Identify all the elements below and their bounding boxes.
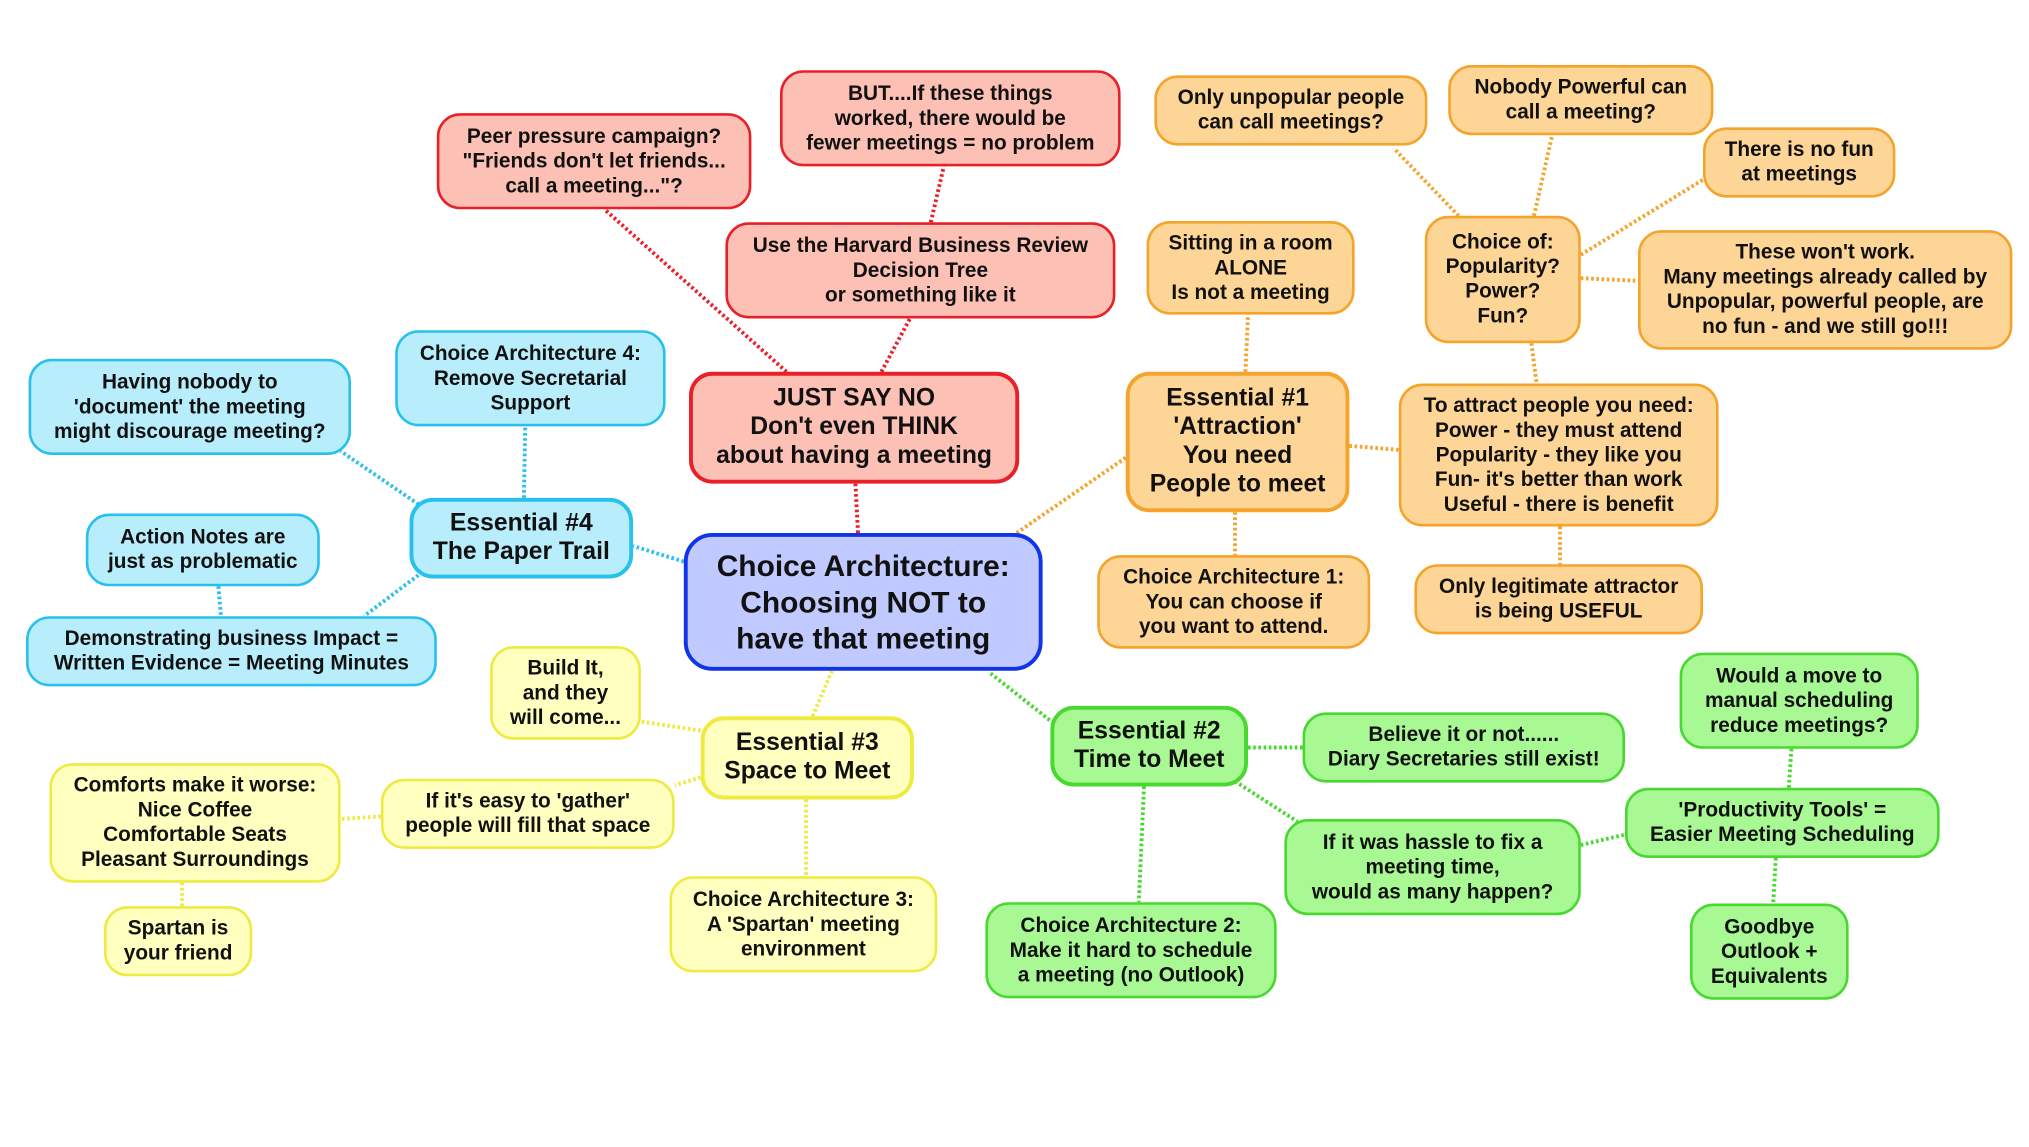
link [1580,276,1639,283]
link [879,317,912,373]
branch-just-say-no[interactable]: JUST SAY NO Don't even THINK about havin… [689,371,1020,484]
link [1532,134,1555,217]
node-nobody-powerful[interactable]: Nobody Powerful can call a meeting? [1448,65,1714,136]
node-peer-pressure[interactable]: Peer pressure campaign? "Friends don't l… [436,113,752,210]
node-to-attract[interactable]: To attract people you need: Power - they… [1398,383,1719,527]
node-choice-architecture-4[interactable]: Choice Architecture 4: Remove Secretaria… [395,330,666,427]
node-productivity-tools[interactable]: 'Productivity Tools' = Easier Meeting Sc… [1625,787,1940,858]
link [989,671,1055,725]
node-harvard-decision-tree[interactable]: Use the Harvard Business Review Decision… [725,222,1116,319]
link [521,426,528,498]
link [340,814,382,821]
node-diary-secretaries[interactable]: Believe it or not...... Diary Secretarie… [1302,712,1625,783]
node-no-fun[interactable]: There is no fun at meetings [1702,127,1896,198]
node-choice-architecture-3[interactable]: Choice Architecture 3: A 'Spartan' meeti… [669,876,938,973]
node-spartan[interactable]: Spartan is your friend [104,906,253,977]
branch-essential-3[interactable]: Essential #3 Space to Meet [700,716,914,800]
node-comforts[interactable]: Comforts make it worse: Nice Coffee Comf… [49,763,341,883]
node-choice-architecture-2[interactable]: Choice Architecture 2: Make it hard to s… [985,902,1277,999]
link [1233,779,1299,824]
link [1529,342,1539,384]
node-hassle[interactable]: If it was hassle to fix a meeting time, … [1284,819,1581,916]
link [216,586,223,617]
link [1786,748,1794,788]
link [1579,176,1707,257]
node-wont-work[interactable]: These won't work. Many meetings already … [1638,230,2013,350]
link [632,544,685,564]
node-choice-architecture-1[interactable]: Choice Architecture 1: You can choose if… [1097,555,1371,649]
link [853,483,860,534]
branch-essential-2[interactable]: Essential #2 Time to Meet [1050,705,1248,787]
node-easy-to-gather[interactable]: If it's easy to 'gather' people will fil… [380,778,675,849]
link [1771,857,1778,904]
branch-essential-4[interactable]: Essential #4 The Paper Trail [409,497,634,579]
link [1580,832,1626,847]
node-having-nobody[interactable]: Having nobody to 'document' the meeting … [28,358,351,455]
link [1015,455,1127,535]
link [603,207,788,374]
node-action-notes[interactable]: Action Notes are just as problematic [85,513,320,587]
node-choice-of[interactable]: Choice of: Popularity? Power? Fun? [1424,215,1581,344]
link [1392,146,1461,218]
link [339,449,420,507]
node-demonstrating-impact[interactable]: Demonstrating business Impact = Written … [26,616,437,687]
central-topic[interactable]: Choice Architecture: Choosing NOT to hav… [683,533,1043,671]
link [928,165,946,223]
node-manual-scheduling[interactable]: Would a move to manual scheduling reduce… [1679,652,1919,749]
node-only-legitimate[interactable]: Only legitimate attractor is being USEFU… [1414,564,1703,635]
node-but-if-worked[interactable]: BUT....If these things worked, there wou… [780,70,1121,167]
link [810,670,834,718]
link [640,719,701,733]
link [1349,443,1399,452]
link [1243,314,1250,372]
node-sitting-alone[interactable]: Sitting in a room ALONE Is not a meeting [1146,220,1355,315]
link [674,775,702,788]
node-goodbye-outlook[interactable]: Goodbye Outlook + Equivalents [1689,903,1849,1000]
link [362,570,424,618]
node-only-unpopular[interactable]: Only unpopular people can call meetings? [1154,75,1428,146]
link [1136,786,1146,903]
branch-essential-1[interactable]: Essential #1 'Attraction' You need Peopl… [1125,371,1350,513]
node-build-it[interactable]: Build It, and they will come... [490,646,641,740]
